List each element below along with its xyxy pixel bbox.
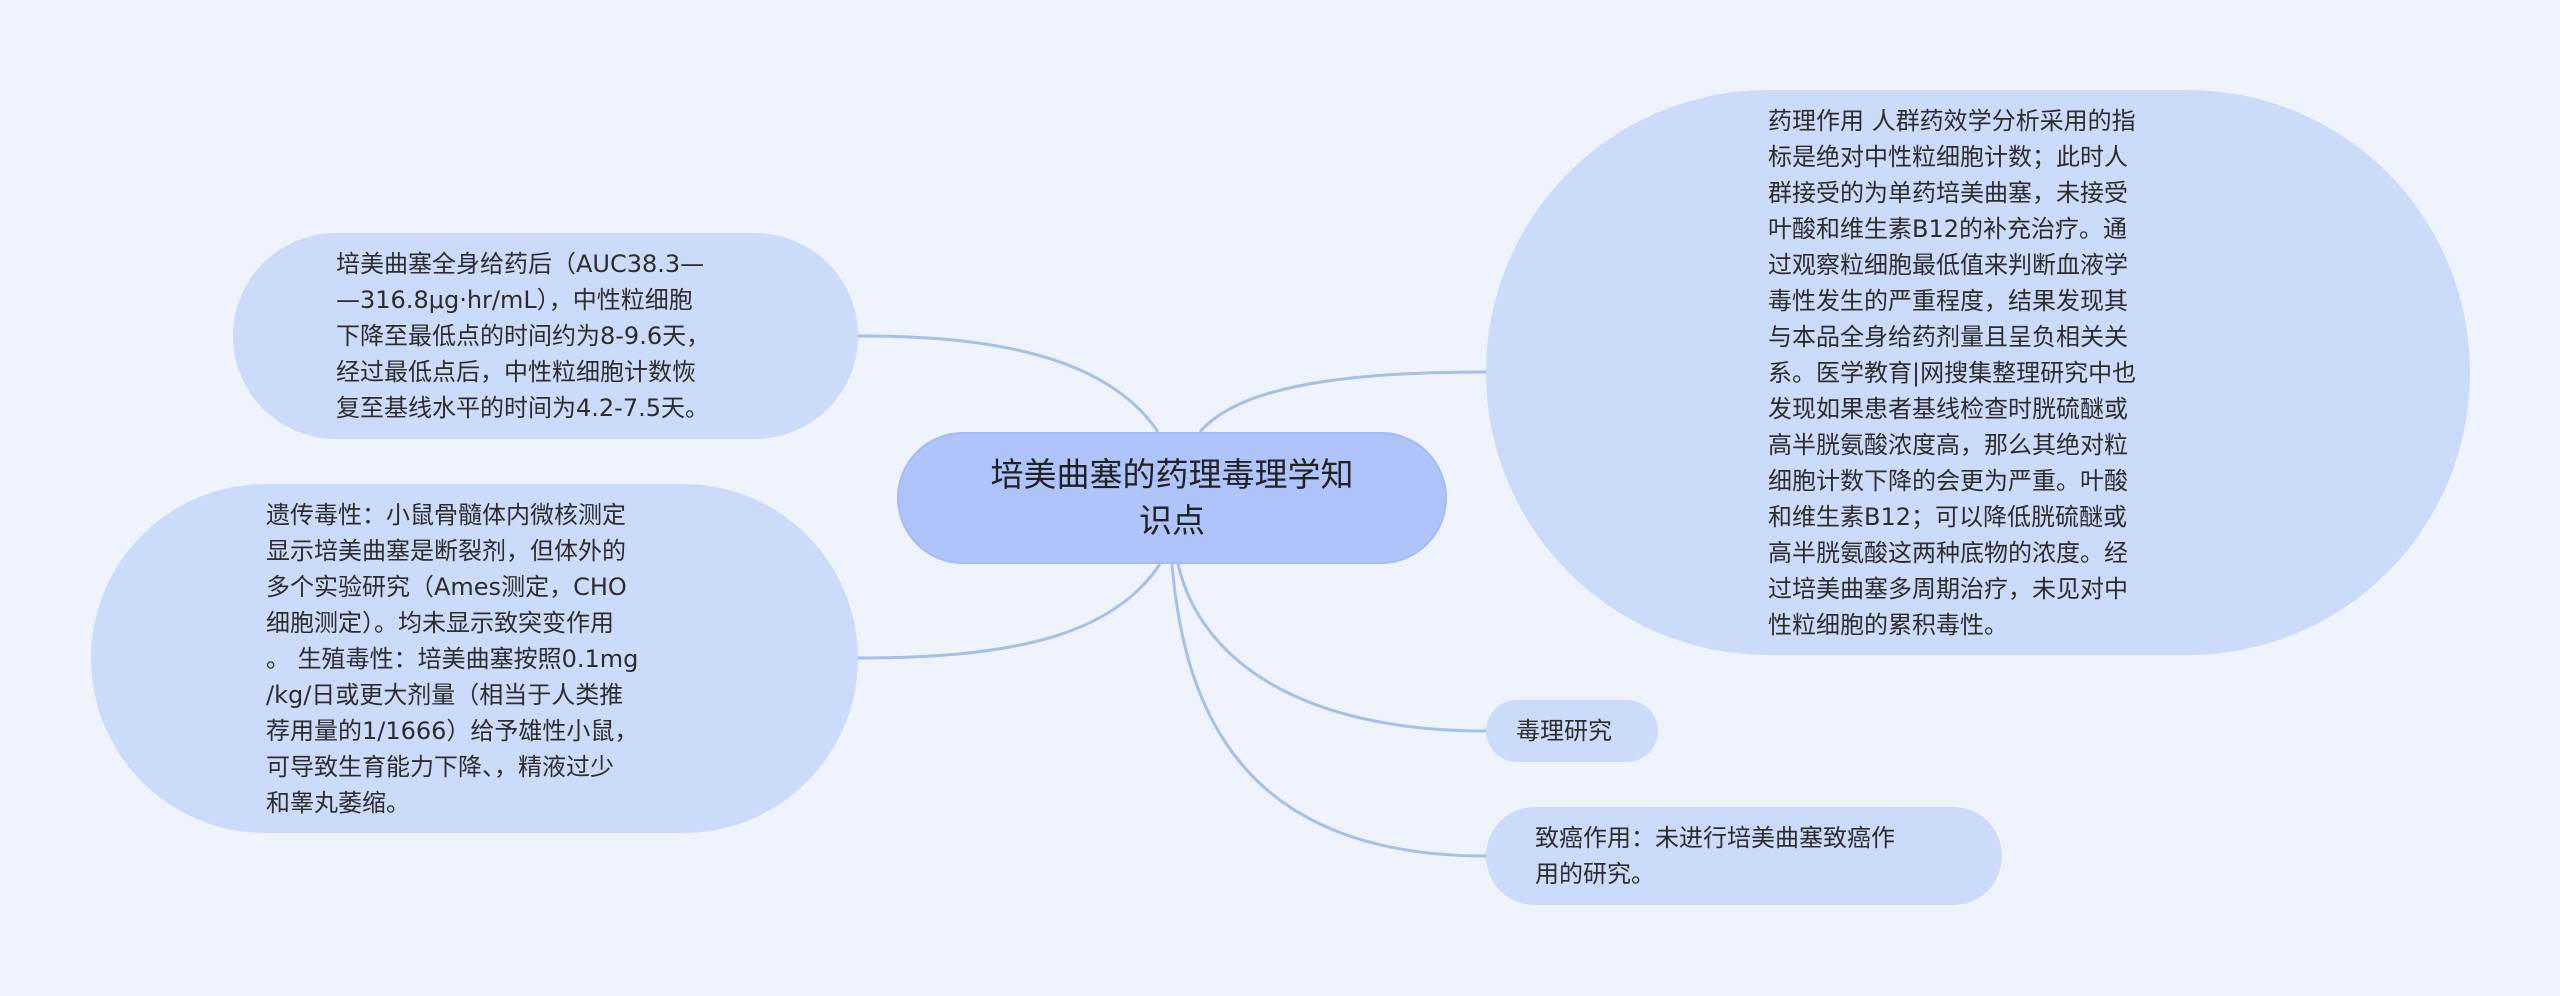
topic-node-pharmacology[interactable]: 药理作用 人群药效学分析采用的指 标是绝对中性粒细胞计数；此时人 群接受的为单药…: [1486, 90, 2470, 655]
topic-node-toxicology-study[interactable]: 毒理研究: [1486, 700, 1658, 762]
topic-node-carcinogenicity[interactable]: 致癌作用：未进行培美曲塞致癌作 用的研究。: [1486, 807, 2002, 905]
connector-gene: [857, 563, 1162, 660]
topic-text-auc: 培美曲塞全身给药后（AUC38.3— —316.8μg·hr/mL），中性粒细胞…: [336, 250, 711, 422]
topic-text-genetic-toxicity: 遗传毒性：小鼠骨髓体内微核测定 显示培美曲塞是断裂剂，但体外的 多个实验研究（A…: [266, 500, 639, 817]
central-topic-node[interactable]: 培美曲塞的药理毒理学知 识点: [897, 432, 1447, 564]
central-topic-label: 培美曲塞的药理毒理学知 识点: [990, 455, 1354, 540]
connector-carc: [1170, 563, 1487, 858]
topic-text-toxicology-study: 毒理研究: [1516, 717, 1612, 745]
topic-text-pharmacology: 药理作用 人群药效学分析采用的指 标是绝对中性粒细胞计数；此时人 群接受的为单药…: [1768, 106, 2137, 639]
topic-node-auc-neutrophil[interactable]: 培美曲塞全身给药后（AUC38.3— —316.8μg·hr/mL），中性粒细胞…: [233, 233, 858, 439]
topic-node-genetic-toxicity[interactable]: 遗传毒性：小鼠骨髓体内微核测定 显示培美曲塞是断裂剂，但体外的 多个实验研究（A…: [91, 484, 858, 833]
connector-pharm: [1198, 370, 1487, 433]
topic-text-carcinogenicity: 致癌作用：未进行培美曲塞致癌作 用的研究。: [1535, 824, 1895, 888]
connector-tox: [1176, 563, 1487, 733]
connector-auc: [857, 334, 1160, 433]
